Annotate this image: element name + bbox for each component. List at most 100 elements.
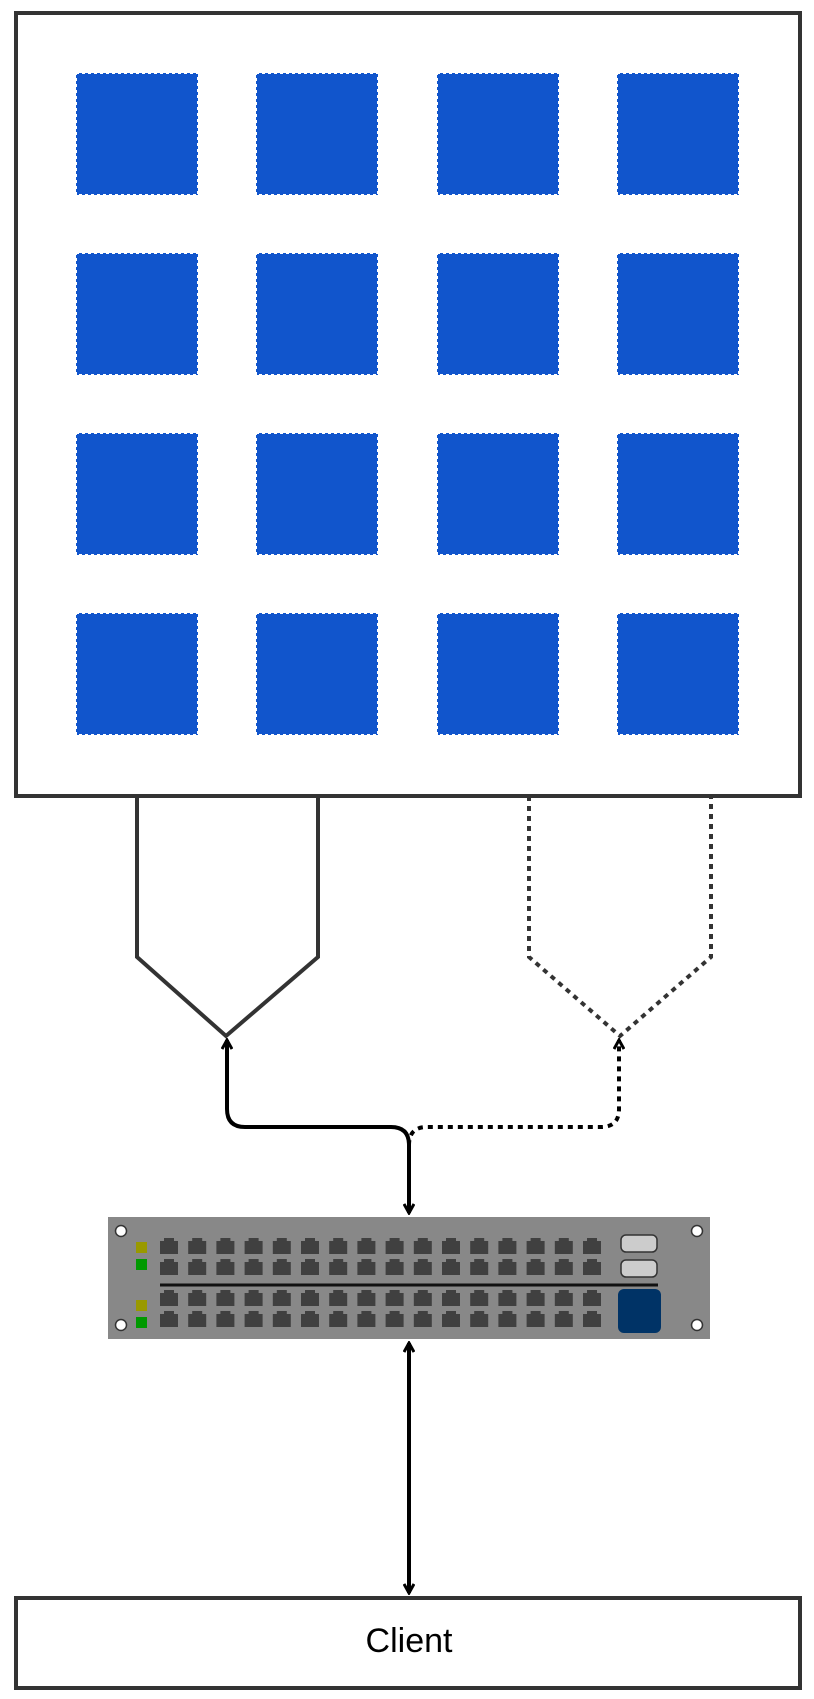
ethernet-port-icon: [470, 1238, 489, 1254]
ethernet-port-icon: [188, 1290, 207, 1306]
rack-screw-icon: [114, 1224, 128, 1238]
ethernet-port-icon: [329, 1290, 348, 1306]
client-label: Client: [366, 1622, 453, 1660]
active-link-funnel: [135, 796, 320, 1039]
uplink-port-icon: [620, 1259, 658, 1278]
ethernet-port-icon: [583, 1290, 601, 1306]
cluster-node: [436, 432, 560, 556]
active-link-arrow: [227, 1040, 409, 1213]
ethernet-port-icon: [160, 1311, 178, 1327]
network-switch: [108, 1217, 710, 1339]
cluster-node: [255, 432, 379, 556]
ethernet-port-icon: [470, 1259, 489, 1275]
ethernet-port-icon: [498, 1238, 517, 1254]
ethernet-port-icon: [188, 1259, 207, 1275]
cluster-node: [616, 432, 740, 556]
ethernet-port-icon: [357, 1259, 376, 1275]
ethernet-port-icon: [554, 1311, 573, 1327]
cluster-node: [255, 612, 379, 736]
cluster-node: [75, 612, 199, 736]
ethernet-port-icon: [216, 1311, 235, 1327]
status-led-icon: [136, 1242, 147, 1253]
ethernet-port-icon: [329, 1238, 348, 1254]
ethernet-port-icon: [554, 1290, 573, 1306]
ethernet-port-icon: [301, 1259, 319, 1275]
ethernet-port-icon: [244, 1238, 263, 1254]
ethernet-port-icon: [583, 1311, 601, 1327]
ethernet-port-icon: [413, 1311, 432, 1327]
ethernet-port-icon: [272, 1311, 291, 1327]
ethernet-port-icon: [160, 1238, 178, 1254]
expansion-module-icon: [618, 1289, 661, 1333]
ethernet-port-icon: [329, 1311, 348, 1327]
ethernet-port-icon: [554, 1259, 573, 1275]
status-led-icon: [136, 1300, 147, 1311]
ethernet-port-icon: [216, 1238, 235, 1254]
rack-screw-icon: [690, 1318, 704, 1332]
ethernet-port-icon: [498, 1259, 517, 1275]
uplink-port-icon: [620, 1234, 658, 1253]
client-box: [14, 1596, 802, 1690]
cluster-node: [75, 252, 199, 376]
ethernet-port-icon: [216, 1290, 235, 1306]
switch-port-array: [160, 1238, 601, 1327]
ethernet-port-icon: [357, 1290, 376, 1306]
ethernet-port-icon: [526, 1238, 545, 1254]
ethernet-port-icon: [526, 1259, 545, 1275]
ethernet-port-icon: [498, 1290, 517, 1306]
cluster-node: [616, 252, 740, 376]
ethernet-port-icon: [385, 1290, 404, 1306]
ethernet-port-icon: [272, 1259, 291, 1275]
ethernet-port-icon: [498, 1311, 517, 1327]
rack-screw-icon: [690, 1224, 704, 1238]
cluster-node: [616, 612, 740, 736]
ethernet-port-icon: [413, 1238, 432, 1254]
ethernet-port-icon: [272, 1238, 291, 1254]
ethernet-port-icon: [442, 1238, 460, 1254]
ethernet-port-icon: [526, 1290, 545, 1306]
standby-link-arrow: [407, 1040, 619, 1146]
ethernet-port-icon: [385, 1311, 404, 1327]
ethernet-port-icon: [385, 1259, 404, 1275]
ethernet-port-icon: [470, 1290, 489, 1306]
ethernet-port-icon: [244, 1259, 263, 1275]
standby-link-funnel: [527, 796, 713, 1039]
ethernet-port-icon: [244, 1290, 263, 1306]
switch-chassis: [108, 1217, 710, 1339]
status-led-icon: [136, 1259, 147, 1270]
ethernet-port-icon: [385, 1238, 404, 1254]
ethernet-port-icon: [301, 1238, 319, 1254]
ethernet-port-icon: [357, 1311, 376, 1327]
ethernet-port-icon: [301, 1311, 319, 1327]
ethernet-port-icon: [413, 1259, 432, 1275]
cluster-node: [255, 252, 379, 376]
ethernet-port-icon: [357, 1238, 376, 1254]
ethernet-port-icon: [160, 1290, 178, 1306]
ethernet-port-icon: [583, 1238, 601, 1254]
ethernet-port-icon: [188, 1238, 207, 1254]
ethernet-port-icon: [442, 1290, 460, 1306]
ethernet-port-icon: [470, 1311, 489, 1327]
cluster-node: [436, 612, 560, 736]
ethernet-port-icon: [272, 1290, 291, 1306]
ethernet-port-icon: [442, 1311, 460, 1327]
ethernet-port-icon: [413, 1290, 432, 1306]
status-led-icon: [136, 1317, 147, 1328]
ethernet-port-icon: [160, 1259, 178, 1275]
ethernet-port-icon: [554, 1238, 573, 1254]
cluster-node: [616, 72, 740, 196]
cluster-node: [75, 432, 199, 556]
cluster-node: [75, 72, 199, 196]
ethernet-port-icon: [583, 1259, 601, 1275]
ethernet-port-icon: [216, 1259, 235, 1275]
cluster-node: [255, 72, 379, 196]
ethernet-port-icon: [244, 1311, 263, 1327]
ethernet-port-icon: [188, 1311, 207, 1327]
ethernet-port-icon: [329, 1259, 348, 1275]
ethernet-port-icon: [526, 1311, 545, 1327]
cluster-node: [436, 252, 560, 376]
cluster-node: [436, 72, 560, 196]
ethernet-port-icon: [301, 1290, 319, 1306]
rack-screw-icon: [114, 1318, 128, 1332]
